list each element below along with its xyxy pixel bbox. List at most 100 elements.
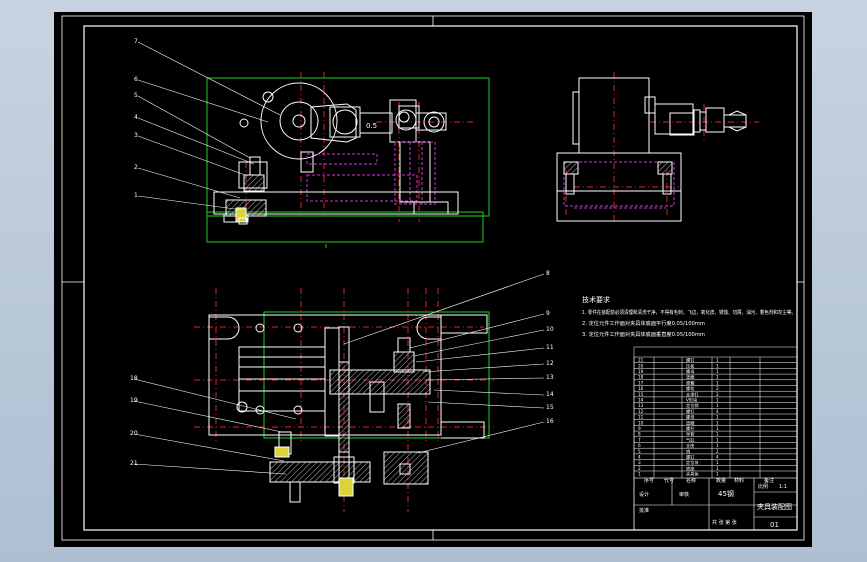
balloon-21: 21: [130, 460, 138, 467]
bom-cell-name: 螺钉: [686, 357, 695, 364]
bom-header-code: 代号: [664, 477, 674, 484]
bom-cell-no: 16: [638, 386, 644, 391]
technical-requirements: 技术要求 1. 零件在装配前必须清理和清洗干净，不得有毛刺、飞边、氧化皮、锈蚀、…: [582, 295, 796, 338]
tech-req-title: 技术要求: [582, 295, 610, 304]
bom-cell-name: 支座: [686, 442, 694, 449]
bom-header-remark: 备注: [764, 477, 774, 484]
bom-cell-no: 1: [638, 472, 641, 477]
bom-cell-name: 垫圈: [686, 419, 694, 426]
balloon-16: 16: [546, 418, 554, 425]
balloon-13: 13: [546, 374, 554, 381]
bom-cell-no: 15: [638, 392, 644, 397]
frame-center-marks: [62, 16, 804, 540]
bom-cell-qty: 1: [716, 420, 719, 425]
bom-cell-qty: 1: [716, 380, 719, 385]
bom-cell-name: 垫圈: [686, 374, 694, 381]
plan-view: [194, 288, 494, 512]
bom-cell-qty: 1: [716, 443, 719, 448]
bom-cell-qty: 1: [716, 437, 719, 442]
front-view: 0.5: [206, 72, 490, 248]
bom-cell-no: 20: [638, 363, 644, 368]
bom-cell-no: 12: [638, 409, 644, 414]
bom-cell-qty: 1: [716, 375, 719, 380]
bom-cell-name: 夹具体: [686, 471, 699, 478]
title-block: [633, 477, 798, 531]
bom-cell-no: 3: [638, 460, 641, 465]
bom-cell-name: 螺钉: [686, 408, 695, 415]
bom-cell-name: 螺栓: [686, 385, 695, 392]
bom-cell-qty: 1: [716, 426, 719, 431]
cad-viewport[interactable]: 0.5: [54, 12, 812, 547]
balloon-5: 5: [134, 92, 138, 99]
title-designer: 设计: [639, 491, 649, 498]
drawing-canvas: 0.5: [61, 15, 805, 541]
bom-cell-name: 弹簧: [686, 379, 694, 386]
title-material: 45钢: [718, 489, 734, 498]
balloon-19: 19: [130, 397, 138, 404]
bom-cell-no: 5: [638, 449, 641, 454]
svg-text:0.5: 0.5: [366, 122, 377, 130]
title-sheet-label: 共 张 第 张: [712, 519, 737, 526]
bom-header-no: 序号: [644, 477, 654, 484]
balloon-12: 12: [546, 360, 554, 367]
bom-cell-qty: 1: [716, 415, 719, 420]
bom-header-qty: 数量: [716, 477, 726, 484]
title-drawing-no: 01: [770, 521, 779, 529]
bom-cell-name: 底座: [686, 465, 694, 472]
bom-cell-qty: 1: [716, 403, 719, 408]
bom-cell-name: 螺母: [686, 368, 694, 375]
bom-cell-qty: 2: [716, 449, 719, 454]
bom-cell-qty: 1: [716, 472, 719, 477]
bom-cell-no: 11: [638, 415, 644, 420]
bom-cell-no: 10: [638, 420, 644, 425]
bom-cell-no: 7: [638, 437, 641, 442]
balloon-2: 2: [134, 164, 138, 171]
bom-cell-name: 导套: [686, 431, 695, 438]
bom-cell-qty: 2: [716, 392, 719, 397]
bom-cell-name: 螺杆: [686, 425, 695, 432]
bom-cell-no: 14: [638, 398, 644, 403]
bom-header-name: 名称: [686, 477, 696, 484]
balloon-6: 6: [134, 76, 138, 83]
bom-cell-name: 销: [686, 448, 690, 455]
bom-cell-qty: 2: [716, 386, 719, 391]
bom-cell-no: 9: [638, 426, 641, 431]
bom-cell-qty: 4: [716, 409, 719, 414]
balloon-9: 9: [546, 310, 550, 317]
bom-cell-no: 18: [638, 375, 644, 380]
tech-req-line-3: 3. 定位元件工作面对夹具体底面垂直度0.05/100mm: [582, 330, 705, 338]
balloon-18: 18: [130, 375, 138, 382]
bom-cell-qty: 4: [716, 455, 719, 460]
bom-cell-qty: 1: [716, 358, 719, 363]
title-approver: 批准: [639, 507, 649, 514]
balloon-14: 14: [546, 391, 554, 398]
bom-cell-no: 19: [638, 369, 644, 374]
front-view-balloon-labels: 7 6 5 4 3 2 1: [134, 38, 138, 199]
title-checker: 审核: [679, 491, 689, 498]
bom-cell-qty: 1: [716, 432, 719, 437]
tech-req-line-2: 2. 定位元件工作面对夹具体底面平行度0.05/100mm: [582, 319, 705, 327]
plan-view-balloons: [133, 273, 545, 475]
bom-cell-no: 2: [638, 466, 641, 471]
bom-cell-no: 13: [638, 403, 644, 408]
bom-cell-no: 8: [638, 432, 641, 437]
bom-cell-no: 6: [638, 443, 641, 448]
balloon-7: 7: [134, 38, 138, 45]
bom-cell-name: 定位块: [686, 459, 699, 466]
bom-cell-no: 21: [638, 358, 644, 363]
balloon-15: 15: [546, 404, 554, 411]
inner-drawing-frame: [83, 25, 798, 531]
bom-cell-name: 压板: [686, 362, 695, 369]
bom-cell-name: 支承钉: [686, 391, 699, 398]
balloon-11: 11: [546, 344, 554, 351]
bom-cell-qty: 1: [716, 466, 719, 471]
bom-cell-name: 气缸: [686, 436, 695, 442]
title-ratio-label: 比例: [758, 483, 768, 490]
balloon-8: 8: [546, 270, 550, 277]
bom-cell-name: 定位销: [686, 402, 699, 409]
plan-view-balloon-labels: 18 19 20 21 8 9 10 11 12 13 14 15 16: [130, 270, 554, 467]
title-scale: 1:1: [779, 484, 787, 490]
bom-cell-qty: 1: [716, 398, 719, 403]
bom-cell-name: 螺母: [686, 414, 694, 421]
